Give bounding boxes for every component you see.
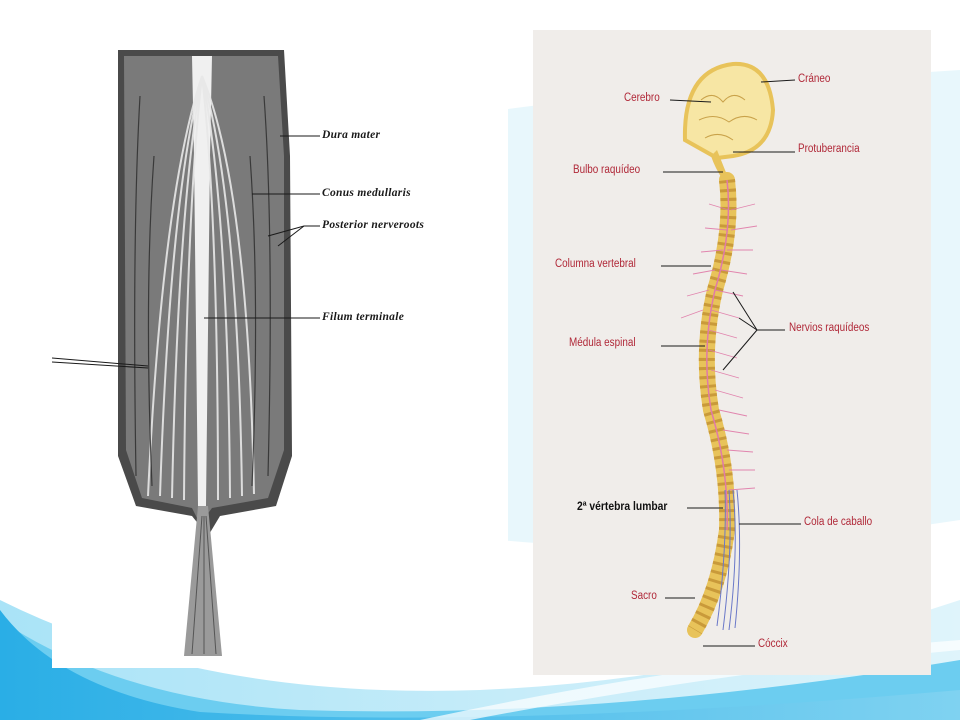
- label-craneo: Cráneo: [798, 73, 831, 85]
- label-columna-vertebral: Columna vertebral: [555, 258, 636, 270]
- label-cola-de-caballo: Cola de caballo: [804, 516, 873, 528]
- label-dura-mater: Dura mater: [322, 129, 381, 141]
- label-bulbo-raquideo: Bulbo raquídeo: [573, 164, 641, 176]
- label-cerebro: Cerebro: [624, 92, 660, 104]
- spinal-canal-drawing: [52, 50, 320, 656]
- conus-medullaris-illustration: Dura mater Conus medullaris Posterior ne…: [52, 36, 508, 668]
- label-medula-espinal: Médula espinal: [569, 337, 636, 349]
- label-coccix: Cóccix: [758, 638, 788, 650]
- wave-front: [0, 610, 960, 720]
- label-nervios-raquideos: Nervios raquídeos: [789, 322, 870, 334]
- label-protuberancia: Protuberancia: [798, 143, 860, 155]
- label-segunda-vertebra-lumbar: 2ª vértebra lumbar: [577, 499, 668, 513]
- wave-back: [0, 600, 960, 720]
- brain-and-spine-drawing: [661, 61, 801, 647]
- label-sacro: Sacro: [631, 590, 657, 602]
- wave-mid: [0, 620, 960, 720]
- nervous-system-diagram: Cerebro Cráneo Protuberancia Bulbo raquí…: [533, 30, 931, 675]
- label-posterior-nerveroots: Posterior nerveroots: [322, 219, 425, 231]
- label-filum-terminale: Filum terminale: [322, 311, 405, 323]
- label-conus-medullaris: Conus medullaris: [322, 187, 411, 199]
